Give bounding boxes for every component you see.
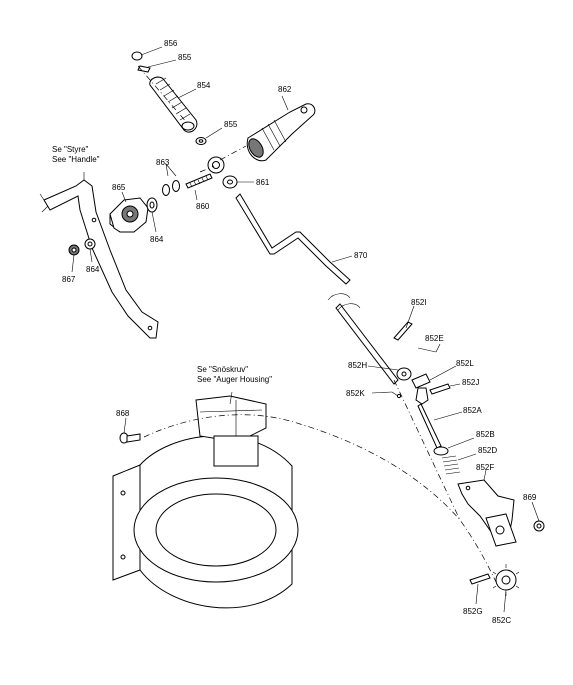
note-handle-line2: See "Handle" <box>52 155 100 164</box>
label-852C: 852C <box>492 616 511 625</box>
handle-lever <box>39 172 159 339</box>
label-854: 854 <box>197 81 211 90</box>
nut-861 <box>222 175 238 189</box>
spring-852D <box>441 455 461 475</box>
label-864-left: 864 <box>86 265 100 274</box>
screw-852K <box>391 391 402 399</box>
fitting-852L <box>411 373 431 389</box>
label-865: 865 <box>112 183 126 192</box>
label-852E: 852E <box>425 334 444 343</box>
clevis-852H <box>396 367 412 381</box>
label-861: 861 <box>256 178 270 187</box>
cotter-pin-852I <box>393 321 413 341</box>
threaded-rod-860 <box>185 156 225 189</box>
grip-854 <box>149 76 198 133</box>
label-855-bottom: 855 <box>224 120 238 129</box>
pin-852E <box>417 347 437 353</box>
label-867: 867 <box>62 275 76 284</box>
washer-864-b <box>84 238 96 250</box>
label-852J: 852J <box>462 378 479 387</box>
clip-855-a <box>137 65 151 73</box>
label-855-top: 855 <box>178 53 192 62</box>
label-869: 869 <box>523 493 537 502</box>
rod-870 <box>235 193 399 385</box>
bolt-868 <box>119 432 141 444</box>
pivot-bracket <box>109 197 149 233</box>
label-852H: 852H <box>348 361 367 370</box>
label-852G: 852G <box>463 607 483 616</box>
label-852A: 852A <box>463 406 482 415</box>
bracket-852F <box>457 479 517 547</box>
label-868: 868 <box>116 409 130 418</box>
rod-852A <box>415 387 442 449</box>
leader-lines <box>71 46 540 613</box>
label-863: 863 <box>156 158 170 167</box>
note-auger-line2: See "Auger Housing" <box>197 375 272 384</box>
label-852B: 852B <box>476 430 495 439</box>
knob-housing-862 <box>246 103 316 162</box>
cap-856 <box>131 51 143 61</box>
label-852F: 852F <box>476 463 494 472</box>
nut-869 <box>533 520 545 532</box>
pin-852J <box>429 383 451 395</box>
note-handle-line1: Se "Styre" <box>52 145 89 154</box>
label-864-right: 864 <box>150 235 164 244</box>
nut-867 <box>68 244 80 256</box>
washer-855-b <box>195 137 207 145</box>
note-auger-line1: Se "Snöskruv" <box>197 365 248 374</box>
auger-housing <box>112 395 299 609</box>
label-856: 856 <box>164 39 178 48</box>
washer-864-a <box>146 197 158 213</box>
washer-852B <box>433 446 449 456</box>
label-852D: 852D <box>478 446 497 455</box>
label-870: 870 <box>354 251 368 260</box>
label-852L: 852L <box>456 359 474 368</box>
washers-863 <box>162 180 180 196</box>
label-860: 860 <box>196 202 210 211</box>
clip-852G <box>469 573 491 585</box>
label-852K: 852K <box>346 389 365 398</box>
gear-852C <box>492 564 520 596</box>
label-862: 862 <box>278 85 292 94</box>
label-852I: 852I <box>411 298 427 307</box>
